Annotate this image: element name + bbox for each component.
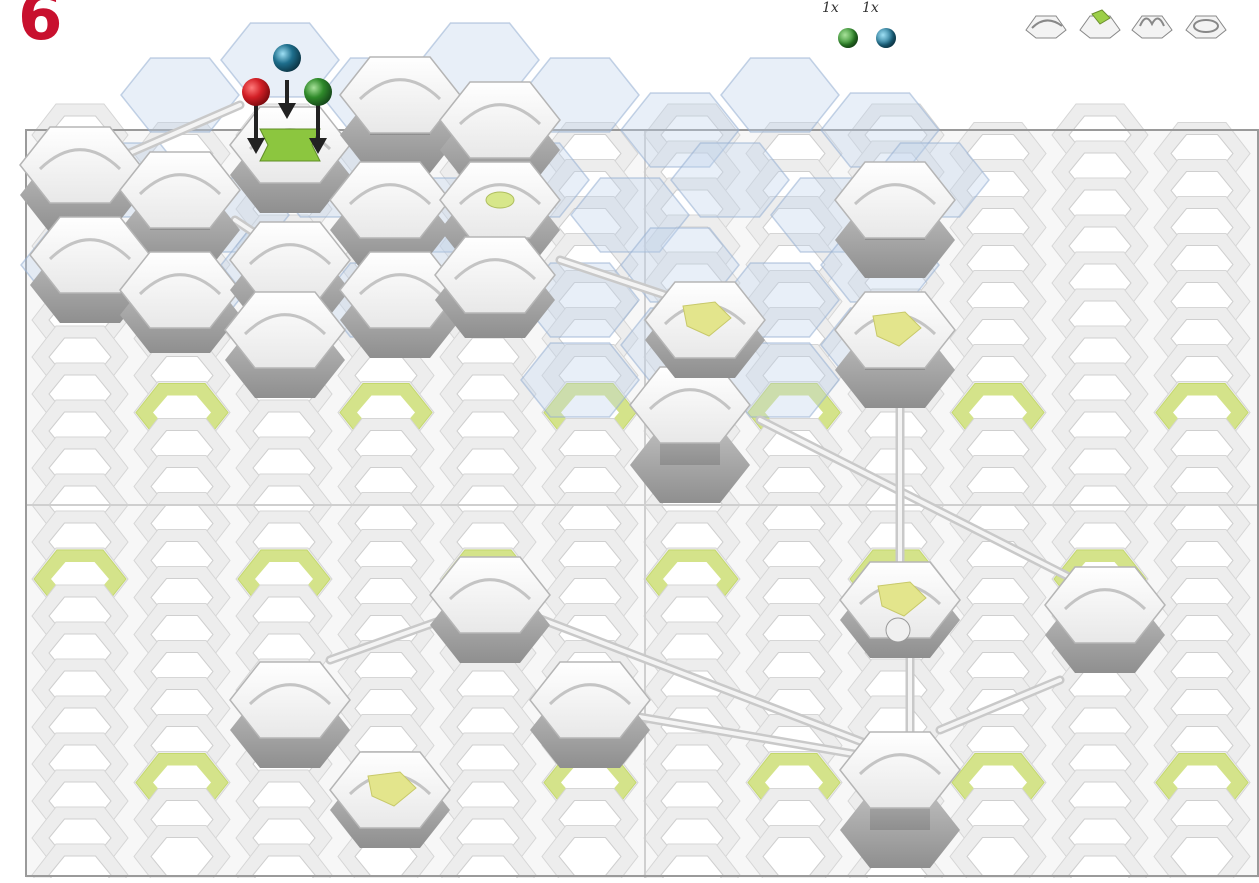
curve-tile-icon bbox=[1022, 6, 1070, 42]
lift-ball bbox=[886, 618, 910, 642]
blue-marble-count: 1x bbox=[862, 0, 879, 16]
green-marble-icon bbox=[838, 28, 858, 48]
green-marble-icon bbox=[304, 78, 332, 106]
transparent-plate bbox=[721, 58, 839, 132]
green-marble-count: 1x bbox=[822, 0, 839, 16]
step-number: 6 bbox=[18, 0, 63, 50]
splash-tile-icon bbox=[1128, 6, 1176, 42]
green-starter bbox=[260, 129, 320, 161]
basin-tile-icon bbox=[1182, 6, 1230, 42]
red-marble-icon bbox=[242, 78, 270, 106]
tile-dot bbox=[486, 192, 514, 208]
transparent-plate bbox=[121, 58, 239, 132]
catcher-tile-icon bbox=[1076, 6, 1124, 42]
blue-marble-icon bbox=[876, 28, 896, 48]
blue-marble-icon bbox=[273, 44, 301, 72]
